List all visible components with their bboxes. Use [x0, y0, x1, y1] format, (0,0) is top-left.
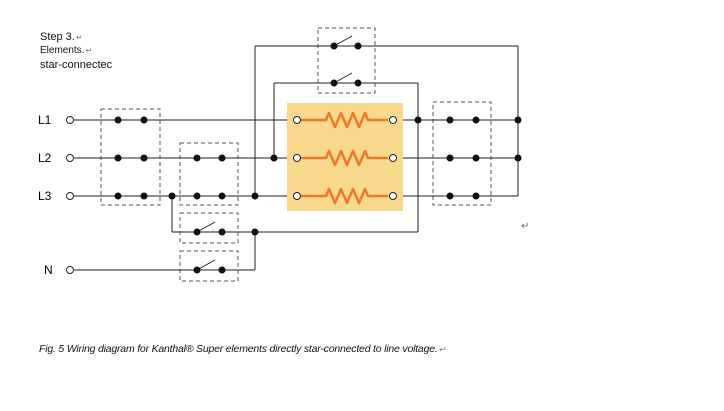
top-switch-box — [317, 27, 376, 94]
junction-dot — [514, 154, 522, 162]
line-label-n: N — [44, 263, 53, 277]
junction-dot — [218, 154, 226, 162]
heater-terminal — [389, 154, 397, 162]
junction-dot — [414, 116, 422, 124]
heater-terminal — [389, 116, 397, 124]
step-subtitle: Elements.↵ — [40, 44, 112, 57]
junction-dot — [472, 192, 480, 200]
heater-terminal — [293, 116, 301, 124]
junction-dot — [354, 79, 362, 87]
pilcrow-mark: ↵ — [438, 345, 446, 354]
line-label-l3: L3 — [38, 189, 52, 203]
junction-dot — [114, 192, 122, 200]
junction-dot — [114, 116, 122, 124]
junction-dot — [251, 228, 259, 236]
caption-text: Fig. 5 Wiring diagram for Kanthal® Super… — [39, 343, 438, 355]
junction-dot — [193, 192, 201, 200]
junction-dot — [193, 154, 201, 162]
star-contactor-box — [179, 142, 239, 206]
mid-switch-box — [179, 212, 239, 244]
junction-dot — [193, 266, 201, 274]
junction-dot — [270, 154, 278, 162]
junction-dot — [168, 192, 176, 200]
terminal-n — [66, 266, 74, 274]
step-heading: Step 3.↵ Elements.↵ star-connectec — [40, 31, 112, 72]
line-label-l2: L2 — [38, 151, 52, 165]
junction-dot — [218, 266, 226, 274]
switch-boxes — [100, 27, 492, 282]
heater-terminal — [293, 154, 301, 162]
junction-dot — [140, 116, 148, 124]
terminal-l3 — [66, 192, 74, 200]
junction-dot — [330, 42, 338, 50]
figure-caption: Fig. 5 Wiring diagram for Kanthal® Super… — [39, 343, 445, 355]
terminal-l1 — [66, 116, 74, 124]
junction-dot — [472, 116, 480, 124]
junction-dot — [114, 154, 122, 162]
heater-resistors — [301, 111, 388, 205]
pilcrow-mark: ↵ — [85, 46, 93, 55]
heater-resistor-l3 — [301, 187, 388, 205]
heater-resistor-l1 — [301, 111, 388, 129]
step-description: star-connectec — [40, 59, 113, 71]
junction-dot — [218, 192, 226, 200]
junction-dot — [218, 228, 226, 236]
junction-dot — [251, 192, 259, 200]
terminals — [66, 116, 397, 274]
junction-dot — [446, 116, 454, 124]
junction-dot — [354, 42, 362, 50]
junction-dot — [140, 154, 148, 162]
junction-dot — [193, 228, 201, 236]
junction-dot — [140, 192, 148, 200]
step-title: Step 3.↵ — [40, 31, 112, 44]
junction-dots — [114, 42, 522, 274]
junction-dot — [472, 154, 480, 162]
main-contactor-box — [100, 108, 161, 206]
pilcrow-mark: ↵ — [75, 33, 83, 42]
paragraph-mark: ↵ — [521, 221, 530, 232]
junction-dot — [446, 192, 454, 200]
step-title-text: Step 3. — [40, 31, 75, 43]
heater-terminal — [389, 192, 397, 200]
junction-dot — [514, 116, 522, 124]
heater-terminal — [293, 192, 301, 200]
right-contactor-box — [432, 101, 492, 206]
junction-dot — [446, 154, 454, 162]
line-label-l1: L1 — [38, 113, 52, 127]
step-subtitle-text: Elements. — [40, 45, 85, 56]
neutral-switch-box — [179, 250, 239, 282]
terminal-l2 — [66, 154, 74, 162]
wires — [74, 35, 519, 271]
heater-resistor-l2 — [301, 149, 388, 167]
junction-dot — [330, 79, 338, 87]
